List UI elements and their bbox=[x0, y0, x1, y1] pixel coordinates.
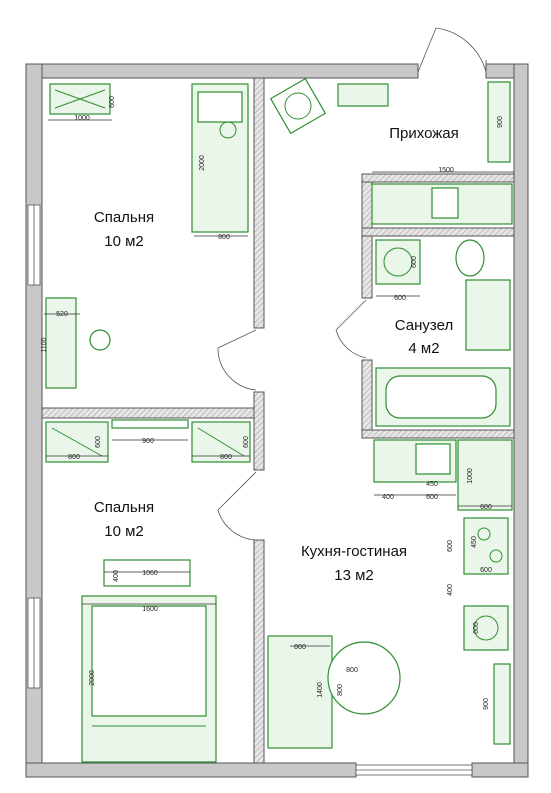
dim-sofa-length: 1400 bbox=[317, 682, 324, 698]
bedroom1-furniture bbox=[45, 83, 249, 389]
dim-wash-width: 600 bbox=[394, 295, 406, 302]
tv-stand bbox=[111, 419, 189, 429]
kitchen-area: 13 м2 bbox=[334, 567, 374, 584]
toilet bbox=[455, 239, 485, 277]
bedroom2-furniture bbox=[45, 419, 251, 763]
dim-table-height: 800 bbox=[337, 684, 344, 696]
dim-wardrobe2b-depth: 600 bbox=[243, 436, 250, 448]
dim-desk-length: 1100 bbox=[41, 337, 48, 352]
bedroom1-area: 10 м2 bbox=[104, 233, 144, 250]
dim-wardrobe2a-width: 800 bbox=[68, 454, 80, 461]
dim-sofa-width: 800 bbox=[294, 644, 306, 651]
dim-tv-width: 900 bbox=[142, 438, 154, 445]
kitchen-counter-side bbox=[457, 439, 513, 511]
dim-counter-length: 1000 bbox=[467, 468, 474, 484]
hall-bench bbox=[337, 83, 389, 107]
bath-sink bbox=[465, 279, 511, 351]
dim-table-diameter: 800 bbox=[346, 667, 358, 674]
dim-stove-a: 450 bbox=[471, 536, 478, 548]
dimension-lines bbox=[44, 119, 514, 647]
stove bbox=[463, 517, 509, 575]
headboard-nightstands bbox=[103, 559, 191, 587]
dim-sink: 450 bbox=[426, 481, 438, 488]
dim-cabinet-right: 900 bbox=[483, 698, 490, 710]
dim-stove-b: 600 bbox=[447, 540, 454, 552]
dim-headboard: 1060 bbox=[142, 570, 158, 577]
dim-bed2-width: 1600 bbox=[142, 606, 158, 613]
dim-hall-shelf: 900 bbox=[497, 116, 504, 128]
room-labels: Спальня 10 м2 Прихожая Санузел 4 м2 Спал… bbox=[94, 125, 459, 584]
dimension-texts: 1000 600 2000 800 520 1100 900 1500 600 … bbox=[41, 96, 504, 710]
bathroom-name: Санузел bbox=[395, 317, 453, 334]
bathroom-area: 4 м2 bbox=[408, 340, 439, 357]
mirror-table bbox=[269, 77, 327, 135]
dim-wardrobe1-depth: 600 bbox=[109, 96, 116, 108]
dim-wardrobe2a-depth: 600 bbox=[95, 436, 102, 448]
windows bbox=[27, 204, 473, 776]
dim-stove-c: 600 bbox=[480, 567, 492, 574]
hallway-name: Прихожая bbox=[389, 125, 459, 142]
dim-washing-machine: 600 bbox=[411, 256, 418, 268]
dim-fridge: 600 bbox=[473, 622, 480, 634]
desk bbox=[45, 297, 77, 389]
dim-bed2-length: 2000 bbox=[89, 670, 96, 686]
bedroom2-name: Спальня bbox=[94, 499, 154, 516]
washing-machine bbox=[375, 239, 421, 285]
dim-nightstand: 400 bbox=[113, 570, 120, 582]
desk-chair bbox=[89, 329, 111, 351]
dim-wardrobe1-width: 1000 bbox=[74, 115, 90, 122]
dim-counter-depth: 600 bbox=[480, 504, 492, 511]
kitchen-name: Кухня-гостиная bbox=[301, 543, 407, 560]
entrance-door bbox=[417, 27, 487, 73]
dim-wardrobe2b-width: 800 bbox=[220, 454, 232, 461]
hall-shelf bbox=[487, 81, 511, 163]
dim-hall-cabinet: 1500 bbox=[438, 167, 454, 174]
interior-walls bbox=[41, 77, 515, 764]
bedroom2-area: 10 м2 bbox=[104, 523, 144, 540]
dining-table bbox=[327, 641, 401, 715]
dim-counter-a: 400 bbox=[382, 494, 394, 501]
dim-stove-d: 400 bbox=[447, 584, 454, 596]
kitchen-sink bbox=[415, 443, 451, 475]
bedroom1-name: Спальня bbox=[94, 209, 154, 226]
interior-doors bbox=[217, 299, 367, 541]
sofa bbox=[267, 635, 333, 749]
dim-bed1-width: 800 bbox=[218, 234, 230, 241]
dim-desk-width: 520 bbox=[56, 311, 68, 318]
kitchen-furniture bbox=[267, 439, 513, 749]
dim-counter-b: 600 bbox=[426, 494, 438, 501]
fridge bbox=[463, 605, 509, 651]
bathroom-furniture bbox=[375, 239, 511, 427]
hallway-furniture bbox=[269, 77, 513, 225]
cabinet-right bbox=[493, 663, 511, 745]
dim-bed1-length: 2000 bbox=[199, 155, 206, 171]
